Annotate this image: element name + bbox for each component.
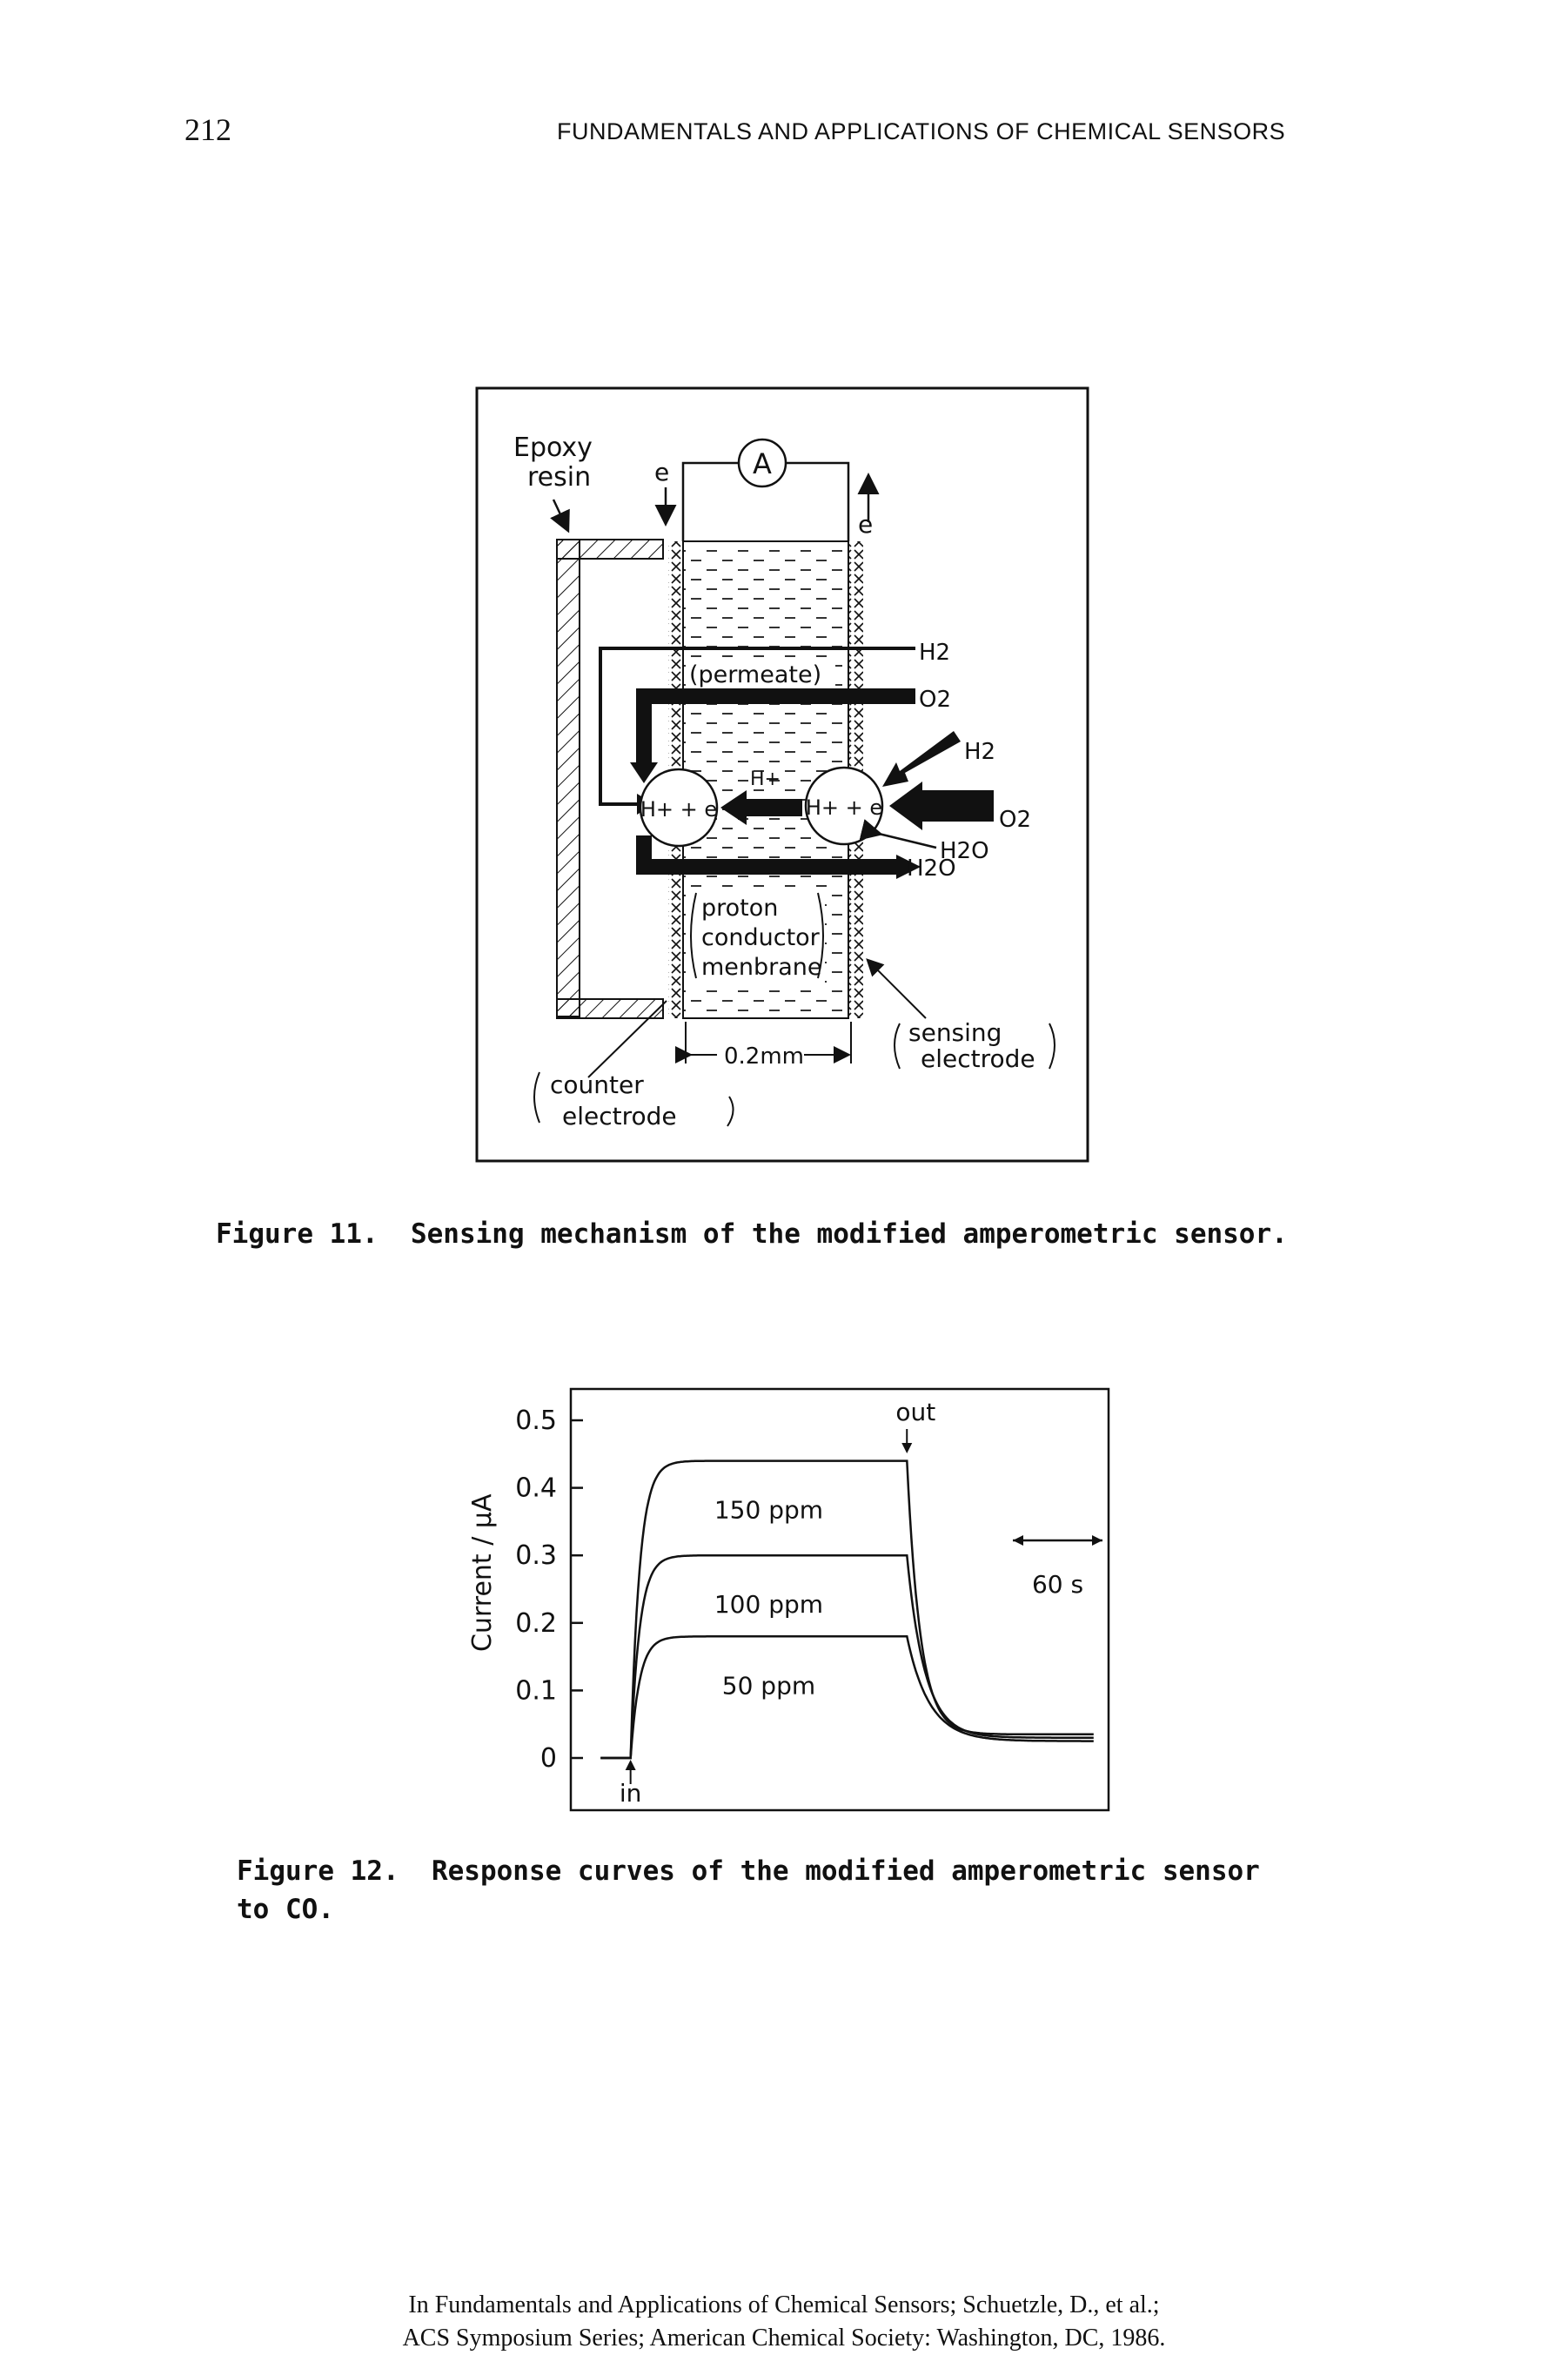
o2-flow-arrowhead	[630, 762, 658, 783]
y-tick-label: 0.3	[515, 1540, 557, 1571]
gas-out-label: out	[895, 1398, 935, 1426]
plot-frame	[569, 1387, 1110, 1812]
thickness-dimension: 0.2mm	[675, 1022, 852, 1070]
response-curve-50-ppm	[600, 1635, 1094, 1760]
figure-12-chart: Current / μA 0 0.1 0.2 0.3 0.4 0.5 150 ppm 100…	[467, 1387, 1110, 1812]
citation-line2: ACS Symposium Series; American Chemical …	[402, 2325, 1166, 2352]
external-circuit	[681, 461, 850, 541]
h2o-sensing-arrow	[859, 819, 937, 849]
frame-box	[475, 386, 1089, 1163]
thickness-label: 0.2mm	[724, 1043, 804, 1070]
response-curve-150-ppm	[600, 1459, 1094, 1760]
membrane-label-bg	[689, 888, 825, 985]
sensing-electrode-pointer	[866, 958, 927, 1019]
series-label: 150 ppm	[714, 1496, 823, 1525]
y-tick-label: 0.5	[515, 1406, 557, 1436]
gas-in-label: in	[620, 1779, 642, 1808]
epoxy-pointer-arrow	[550, 499, 570, 533]
citation-footer: In Fundamentals and Applications of Chem…	[0, 2289, 1568, 2355]
sensing-electrode-label-line1: sensing	[908, 1018, 1002, 1047]
proton-label: H+	[750, 768, 781, 790]
series-label: 50 ppm	[722, 1671, 815, 1700]
counter-electrode-label-line2: electrode	[562, 1102, 677, 1131]
permeate-label: (permeate)	[689, 661, 821, 688]
y-tick-label: 0	[540, 1743, 557, 1774]
counter-electrode-label-line1: counter	[550, 1070, 644, 1099]
citation-line1: In Fundamentals and Applications of Chem…	[408, 2291, 1160, 2318]
series-label: 100 ppm	[714, 1590, 823, 1619]
membrane-label-line3: menbrane	[701, 954, 822, 981]
o2-flow-path	[636, 688, 915, 766]
counter-electrode-pointer	[587, 1000, 667, 1078]
h2-incoming-arrow	[882, 731, 961, 787]
figure-11-caption: Figure 11. Sensing mechanism of the modi…	[216, 1218, 1288, 1250]
figure-12-caption-line2: to CO.	[237, 1894, 334, 1925]
h2o-sensing-label: H2O	[940, 838, 989, 864]
figure-12-caption: Figure 12. Response curves of the modifi…	[237, 1852, 1260, 1929]
epoxy-label-line1: Epoxy	[513, 433, 593, 463]
y-tick-label: 0.2	[515, 1608, 557, 1639]
h2o-out-label: H2O	[907, 855, 956, 882]
h2-flow-path	[599, 647, 915, 806]
proton-transport-arrow	[720, 790, 802, 825]
y-axis-label: Current / μA	[467, 1493, 498, 1652]
counter-reaction-label: H+ + e	[640, 797, 717, 822]
y-tick-label: 0.4	[515, 1473, 557, 1504]
permeate-label-bg	[687, 660, 835, 688]
ammeter-icon: A	[737, 438, 787, 488]
figure-12-caption-line1: Figure 12. Response curves of the modifi…	[237, 1855, 1260, 1887]
h2-incoming-label: H2	[964, 739, 995, 765]
sensing-reaction-label: H+ + e	[806, 795, 882, 820]
epoxy-resin-body	[556, 539, 664, 1019]
h2o-flow-arrowhead	[896, 855, 921, 879]
electron-label-left: e	[654, 458, 669, 486]
h2-top-label: H2	[919, 640, 950, 666]
time-scale-label: 60 s	[1032, 1570, 1083, 1599]
h2o-flow-path	[636, 835, 896, 875]
page-number: 212	[184, 112, 231, 147]
o2-top-label: O2	[919, 687, 951, 713]
ammeter-label: A	[753, 447, 772, 480]
running-header: FUNDAMENTALS AND APPLICATIONS OF CHEMICA…	[557, 118, 1286, 144]
response-curve-100-ppm	[600, 1553, 1094, 1760]
o2-incoming-label: O2	[999, 807, 1031, 833]
membrane-label-line1: proton	[701, 895, 778, 922]
sensing-electrode-label-line2: electrode	[921, 1044, 1035, 1073]
figure-11-diagram: A e e Epoxy resin H2 O2 (permeate) H+ + …	[475, 386, 1089, 1163]
y-tick-label: 0.1	[515, 1675, 557, 1706]
electron-label-right: e	[858, 510, 873, 539]
membrane-label-line2: conductor	[701, 924, 821, 951]
epoxy-label-line2: resin	[527, 462, 591, 493]
counter-reaction-circle: H+ + e	[639, 768, 719, 848]
o2-incoming-arrow	[889, 782, 994, 830]
